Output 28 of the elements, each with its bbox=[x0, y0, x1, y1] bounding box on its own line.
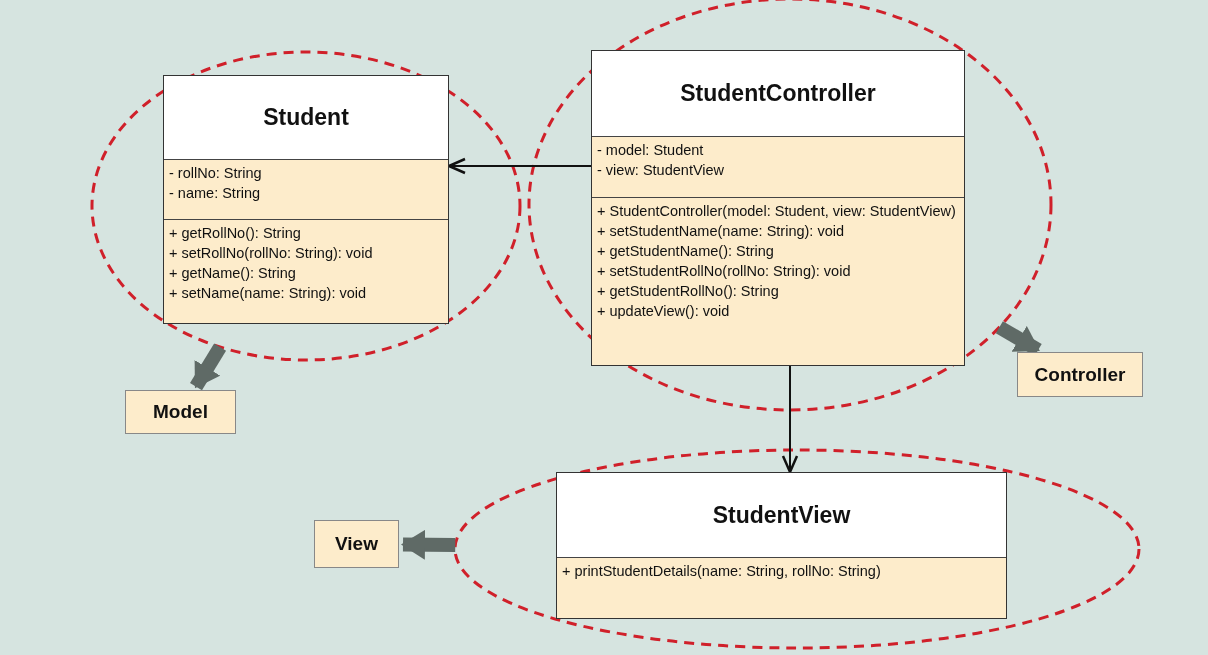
member-text: + getRollNo(): String bbox=[169, 224, 302, 243]
member-text: - rollNo: String bbox=[169, 164, 263, 183]
class-box bbox=[556, 472, 1007, 619]
member-text: - model: Student bbox=[597, 141, 705, 160]
member-text: + getStudentRollNo(): String bbox=[597, 282, 780, 301]
class-name: StudentView bbox=[557, 473, 1006, 557]
class-box bbox=[163, 75, 449, 324]
member-text: + setName(name: String): void bbox=[169, 284, 368, 303]
block-arrow bbox=[190, 343, 227, 391]
layer-label: Controller bbox=[1017, 352, 1143, 397]
member-text: + setRollNo(rollNo: String): void bbox=[169, 244, 374, 263]
member-text: + setStudentName(name: String): void bbox=[597, 222, 846, 241]
member-text: + setStudentRollNo(rollNo: String): void bbox=[597, 262, 852, 281]
member-text: - name: String bbox=[169, 184, 262, 203]
member-text: + getStudentName(): String bbox=[597, 242, 775, 261]
layer-label: View bbox=[314, 520, 399, 568]
member-text: - view: StudentView bbox=[597, 161, 726, 180]
member-text: + updateView(): void bbox=[597, 302, 731, 321]
class-box bbox=[591, 50, 965, 366]
layer-label: Model bbox=[125, 390, 236, 434]
member-text: + StudentController(model: Student, view: StudentView) bbox=[597, 202, 957, 221]
class-name: StudentController bbox=[592, 51, 964, 136]
class-name: Student bbox=[164, 76, 448, 159]
block-arrow bbox=[401, 529, 456, 560]
association-arrow bbox=[447, 157, 592, 175]
association-arrow bbox=[781, 365, 799, 474]
member-text: + printStudentDetails(name: String, rollNo: String) bbox=[562, 562, 882, 581]
member-text: + getName(): String bbox=[169, 264, 297, 283]
